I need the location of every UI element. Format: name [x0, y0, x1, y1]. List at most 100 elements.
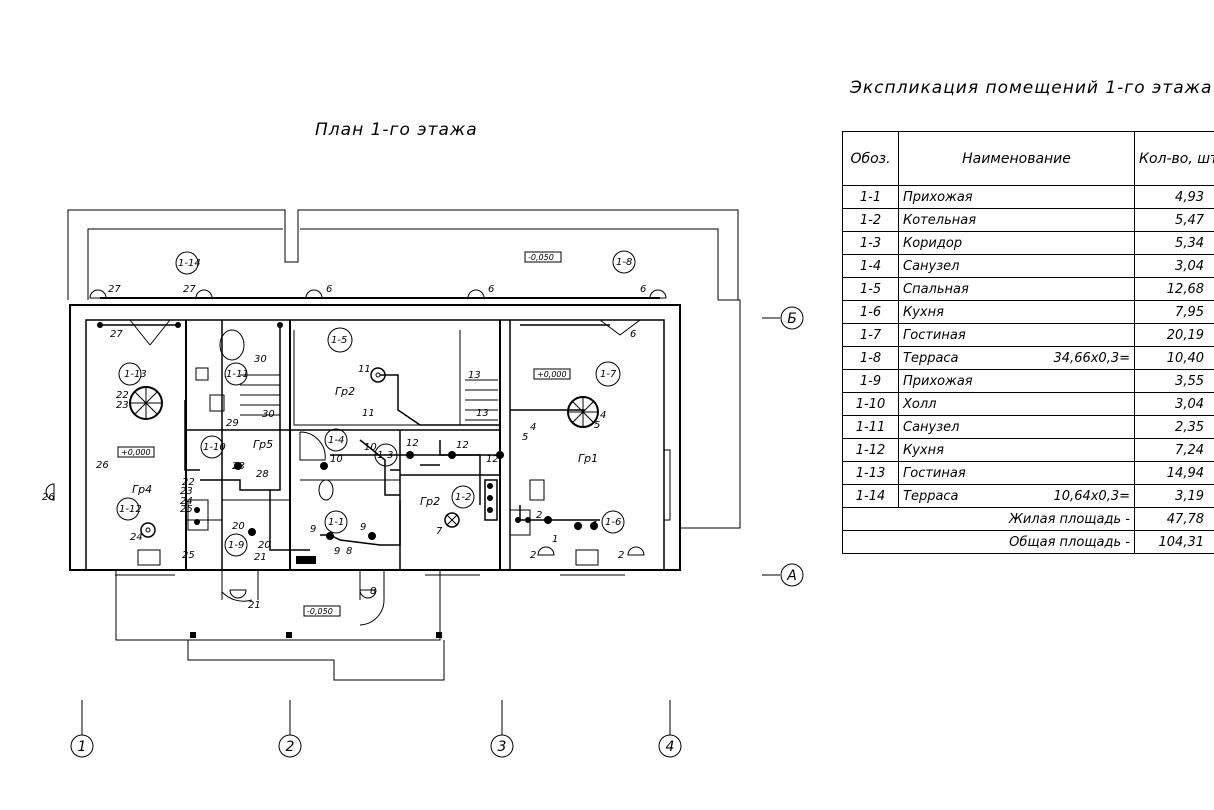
summary-row: Жилая площадь -47,78	[842, 507, 1214, 531]
circuit-number: 26	[96, 460, 109, 471]
room-label: 1-2	[455, 492, 471, 503]
group-label: Гр5	[253, 438, 273, 451]
circuit-number: 2	[618, 550, 624, 561]
circuit-number: 20	[232, 521, 245, 532]
row-formula: 10,64x0,3=	[1053, 488, 1130, 504]
circuit-number: 22	[182, 477, 195, 488]
circuit-number: 12	[486, 454, 499, 465]
room-label: 1-5	[331, 335, 347, 346]
circuit-number: 9	[360, 522, 366, 533]
circuit-number: 13	[468, 370, 481, 381]
row-value: 5,34	[1134, 231, 1214, 255]
row-name: Коридор	[898, 231, 1135, 255]
row-name-text: Холл	[903, 396, 937, 412]
circuit-number: 6	[630, 329, 636, 340]
row-code: 1-10	[842, 392, 899, 416]
row-name-text: Коридор	[903, 235, 963, 251]
row-value: 3,04	[1134, 392, 1214, 416]
circuit-number: 11	[358, 364, 371, 375]
row-name: Гостиная	[898, 323, 1135, 347]
circuit-number: 28	[256, 469, 269, 480]
circuit-number: 7	[436, 526, 443, 537]
group-label: Гр4	[132, 483, 152, 496]
row-name: Прихожая	[898, 185, 1135, 209]
circuit-number: 11	[362, 408, 375, 419]
circuit-number: 25	[182, 550, 195, 561]
table-title: Экспликация помещений 1-го этажа	[850, 78, 1213, 98]
row-name: Холл	[898, 392, 1135, 416]
circuit-number: 8	[346, 546, 352, 557]
circuit-number: 26	[42, 492, 55, 503]
row-name-text: Прихожая	[903, 373, 973, 389]
circuit-number: 28	[232, 461, 245, 472]
row-name: Санузел	[898, 415, 1135, 439]
row-value: 12,68	[1134, 277, 1214, 301]
circuit-number: 13	[476, 408, 489, 419]
row-code: 1-5	[842, 277, 899, 301]
axis-label-a: А	[786, 568, 797, 584]
floor-plan: 1-13 1-11 1-10 1-12 1-9 1-5 1-4 1-3 1-1 …	[42, 209, 804, 758]
circuit-number: 21	[254, 552, 267, 563]
group-label: Гр2	[335, 385, 355, 398]
plan-title: План 1-го этажа	[315, 120, 478, 140]
room-label: 1-13	[124, 369, 147, 380]
row-name-text: Спальная	[903, 281, 969, 297]
circuit-number: 12	[406, 438, 419, 449]
room-label: 1-12	[119, 504, 142, 515]
circuit-number: 23	[116, 400, 129, 411]
header-code: Обоз.	[842, 131, 899, 186]
room-label: 1-10	[203, 442, 226, 453]
row-name: Гостиная	[898, 461, 1135, 485]
row-value: 3,04	[1134, 254, 1214, 278]
row-code: 1-12	[842, 438, 899, 462]
circuit-number: 2	[530, 550, 536, 561]
axis-label-1: 1	[78, 739, 87, 755]
group-label: Гр2	[420, 495, 440, 508]
row-code: 1-4	[842, 254, 899, 278]
row-name: Санузел	[898, 254, 1135, 278]
summary-row: Общая площадь -104,31	[842, 530, 1214, 554]
room-label: 1-9	[228, 540, 244, 551]
row-formula: 34,66x0,3=	[1053, 350, 1130, 366]
level-mark: +0,000	[121, 448, 151, 457]
row-name: Кухня	[898, 300, 1135, 324]
row-name-text: Котельная	[903, 212, 977, 228]
row-name: Прихожая	[898, 369, 1135, 393]
circuit-number: 24	[130, 532, 143, 543]
axis-label-4: 4	[666, 739, 675, 755]
axis-label-2: 2	[286, 739, 295, 755]
circuit-number: 10	[330, 454, 343, 465]
row-code: 1-8	[842, 346, 899, 370]
room-label: 1-14	[178, 258, 201, 269]
circuit-number: 29	[226, 418, 239, 429]
row-code: 1-7	[842, 323, 899, 347]
circuit-number: 8	[370, 586, 376, 597]
level-mark: -0,050	[307, 607, 333, 616]
circuit-number: 25	[180, 504, 193, 515]
row-value: 20,19	[1134, 323, 1214, 347]
room-label: 1-6	[605, 517, 621, 528]
summary-value: 104,31	[1134, 530, 1214, 554]
circuit-number: 27	[183, 284, 196, 295]
row-code: 1-3	[842, 231, 899, 255]
row-name-text: Санузел	[903, 419, 960, 435]
circuit-number: 22	[116, 390, 129, 401]
header-qty: Кол-во, шт	[1134, 131, 1214, 186]
circuit-number: 27	[110, 329, 123, 340]
room-label: 1-11	[226, 369, 249, 380]
circuit-number: 10	[364, 442, 377, 453]
row-code: 1-2	[842, 208, 899, 232]
row-code: 1-1	[842, 185, 899, 209]
group-label: Гр1	[578, 452, 598, 465]
row-code: 1-13	[842, 461, 899, 485]
